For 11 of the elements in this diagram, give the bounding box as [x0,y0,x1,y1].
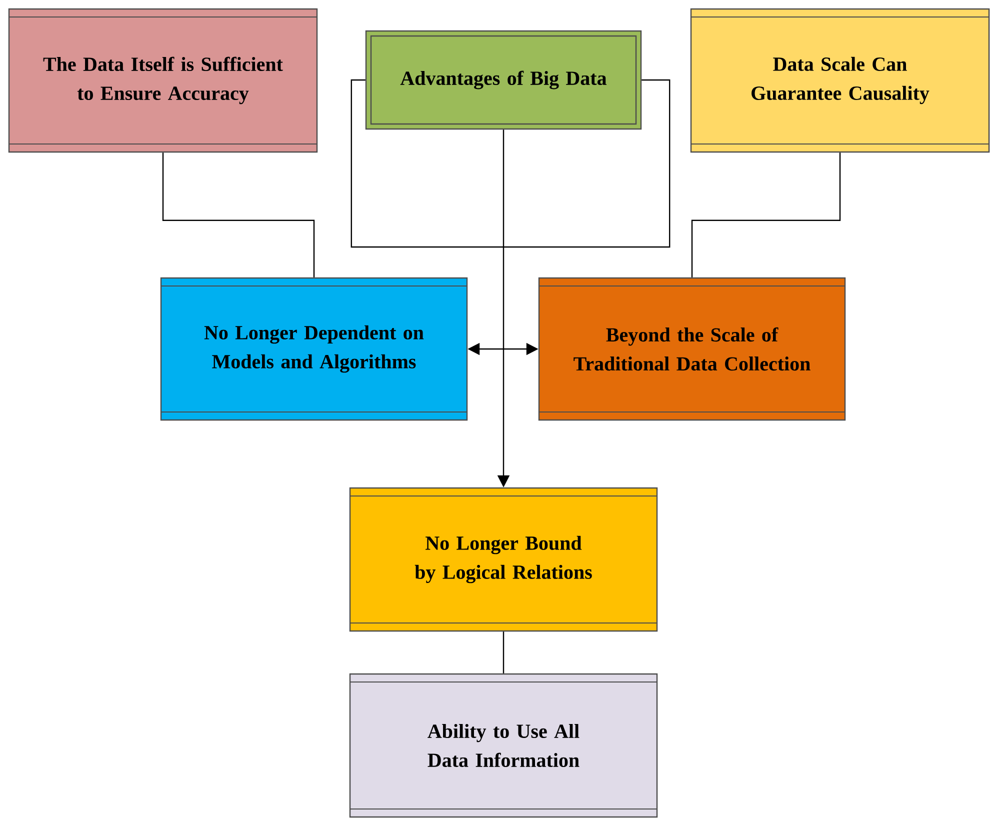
connector [691,152,841,278]
process-box: Data Scale Can Guarantee Causality [690,8,990,153]
process-box: Ability to Use All Data Information [349,673,658,818]
process-box: Beyond the Scale of Traditional Data Collection [538,277,846,421]
connector [162,152,315,278]
process-box: No Longer Dependent on Models and Algorithms [160,277,468,421]
process-box: Advantages of Big Data [365,30,642,130]
process-box: No Longer Bound by Logical Relations [349,487,658,632]
process-box: The Data Itself is Sufficient to Ensure Accuracy [8,8,318,153]
connector [502,632,504,674]
connector [350,79,670,248]
